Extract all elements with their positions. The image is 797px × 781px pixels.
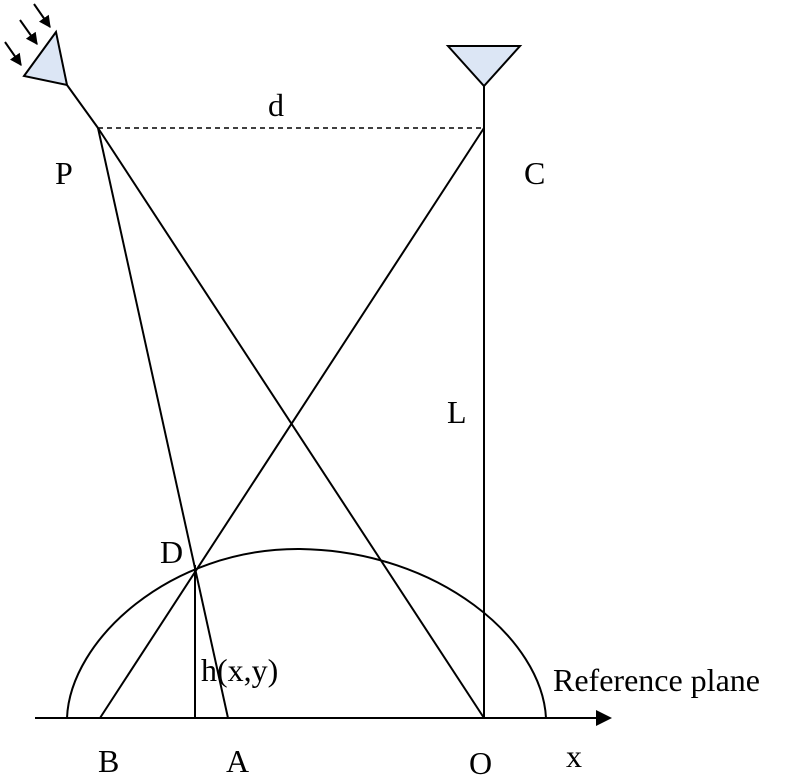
label-l: L [447,394,467,430]
label-d: d [268,87,284,123]
x-axis [35,710,612,726]
label-d-point: D [160,534,183,570]
label-height: h(x,y) [201,652,278,688]
ray-c-to-b [99,127,485,719]
light-ray-arrow-icon [4,3,51,66]
label-x: x [566,738,582,774]
object-surface-arc [66,547,547,719]
x-axis-arrow-icon [596,710,612,726]
label-c: C [524,155,545,191]
label-reference-plane: Reference plane [553,662,760,698]
projector-stem [66,84,99,129]
label-p: P [55,155,73,191]
label-a: A [226,743,249,779]
label-o: O [469,745,492,781]
projector-icon [22,29,69,87]
camera-icon [445,45,523,88]
ray-p-to-a [97,127,229,719]
label-b: B [98,743,119,779]
